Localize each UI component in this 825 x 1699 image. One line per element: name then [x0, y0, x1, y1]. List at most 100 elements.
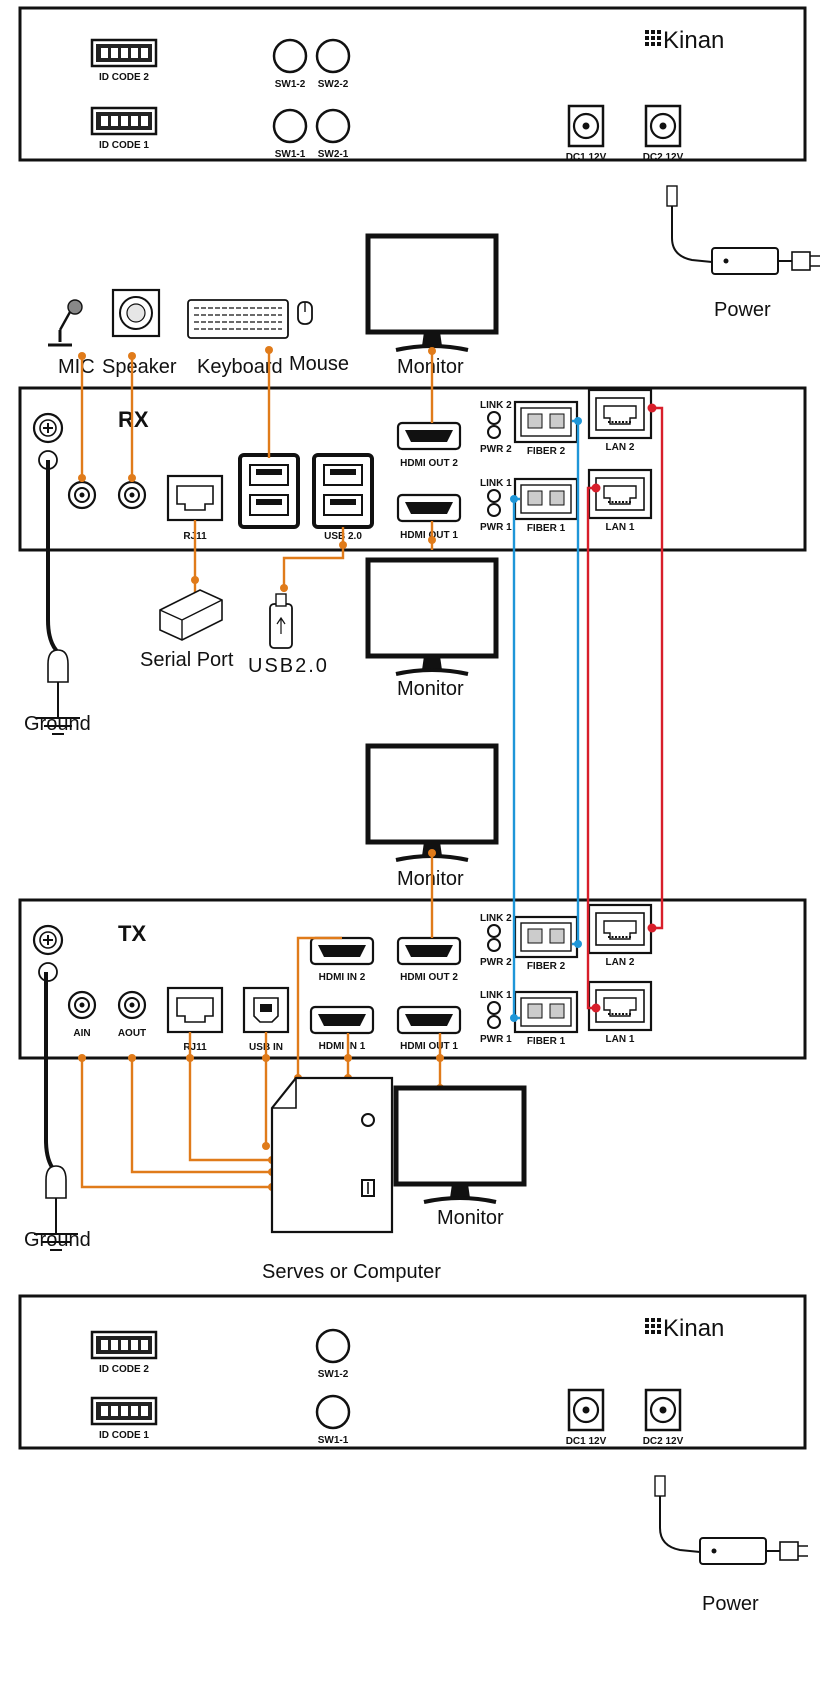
mic-label: MIC — [58, 356, 95, 378]
fiber-cables — [510, 417, 582, 1022]
rx-panel-chassis — [18, 386, 807, 552]
rx-lan-1-label: LAN 1 — [606, 522, 635, 533]
rx-hdmi-out-1-label: HDMI OUT 1 — [400, 530, 458, 541]
serial-port-label: Serial Port — [140, 649, 234, 671]
speaker-icon — [111, 288, 161, 338]
lan-cables — [586, 403, 664, 1013]
sw1-2-button[interactable] — [272, 38, 308, 74]
server-computer-icon — [270, 1076, 394, 1234]
rx-fiber-1-label: FIBER 1 — [527, 523, 566, 534]
tx-fiber-1-port[interactable] — [513, 990, 579, 1034]
mic-icon — [48, 299, 83, 347]
rx-hdmi-out-2-label: HDMI OUT 2 — [400, 458, 458, 469]
bottom-dc2-power-jack[interactable] — [644, 1388, 682, 1432]
bottom-sw1-2-label: SW1-2 — [318, 1369, 349, 1380]
sw1-1-button[interactable] — [272, 108, 308, 144]
sw2-1-button[interactable] — [315, 108, 351, 144]
usb20-label: USB2.0 — [248, 655, 329, 677]
rx-pwr2-label: PWR 2 — [480, 444, 512, 455]
tx-monitor-top-label: Monitor — [397, 868, 464, 890]
tx-hdmi-out-2-port[interactable] — [396, 936, 462, 966]
keyboard-label: Keyboard — [197, 356, 283, 378]
tx-pwr1-label: PWR 1 — [480, 1034, 512, 1045]
tx-usb-in-port[interactable] — [242, 986, 290, 1034]
rx-panel: RX RJ11 USB 2.0 HDMI OUT 2 HDMI OUT 1 LI… — [18, 386, 807, 552]
sw2-1-label: SW2-1 — [318, 149, 349, 160]
bottom-id-code-2-dip-switch[interactable] — [90, 1330, 158, 1360]
brand-name: Kinan — [663, 27, 724, 54]
tx-link2-label: LINK 2 — [480, 913, 512, 924]
id-code-2-dip-switch[interactable] — [90, 38, 158, 68]
rx-monitor-top-icon — [368, 236, 496, 350]
bottom-sw1-1-button[interactable] — [315, 1394, 351, 1430]
rx-hdmi-out-2-port[interactable] — [396, 421, 462, 451]
tx-pwr2-label: PWR 2 — [480, 957, 512, 968]
dc2-power-jack[interactable] — [644, 104, 682, 148]
tx-monitor-right-label: Monitor — [437, 1207, 504, 1229]
tx-lan-2-port[interactable] — [587, 903, 653, 955]
tx-hdmi-in-1-label: HDMI IN 1 — [319, 1041, 366, 1052]
rx-speaker-jack[interactable] — [117, 480, 147, 510]
mouse-icon — [297, 301, 313, 325]
bottom-sw1-1-label: SW1-1 — [318, 1435, 349, 1446]
bottom-dc2-label: DC2 12V — [643, 1436, 684, 1447]
rx-title: RX — [118, 407, 149, 432]
rx-monitor-bottom-label: Monitor — [397, 678, 464, 700]
tx-link1-label: LINK 1 — [480, 990, 512, 1001]
rx-fiber-1-port[interactable] — [513, 477, 579, 521]
bottom-sw1-2-button[interactable] — [315, 1328, 351, 1364]
tx-hdmi-in-1-port[interactable] — [309, 1005, 375, 1035]
rx-link1-led — [487, 489, 501, 503]
tx-hdmi-in-2-label: HDMI IN 2 — [319, 972, 366, 983]
bottom-dc1-power-jack[interactable] — [567, 1388, 605, 1432]
power-top-label: Power — [714, 299, 771, 321]
tx-monitor-top-icon — [368, 746, 496, 860]
tx-panel: TX AIN AOUT RJ11 USB IN HDMI IN 2 HDMI I… — [18, 898, 807, 1060]
tx-fiber-1-label: FIBER 1 — [527, 1036, 566, 1047]
dc1-label: DC1 12V — [566, 152, 607, 163]
tx-aout-jack[interactable] — [117, 990, 147, 1020]
rx-usb-2-ports[interactable] — [312, 453, 374, 529]
rx-link2-label: LINK 2 — [480, 400, 512, 411]
tx-fiber-2-label: FIBER 2 — [527, 961, 566, 972]
rx-usb-keyboard-mouse-ports[interactable] — [238, 453, 300, 529]
rx-rj11-port[interactable] — [166, 474, 224, 522]
id-code-2-label: ID CODE 2 — [99, 72, 149, 83]
sw2-2-label: SW2-2 — [318, 79, 349, 90]
tx-ground-label: Ground — [24, 1229, 91, 1251]
bottom-panel: ID CODE 2 ID CODE 1 SW1-2 SW1-1 Kinan DC… — [18, 1294, 807, 1450]
rx-fiber-2-port[interactable] — [513, 400, 579, 444]
bottom-id-code-2-label: ID CODE 2 — [99, 1364, 149, 1375]
tx-lan-1-label: LAN 1 — [606, 1034, 635, 1045]
rx-monitor-top-label: Monitor — [397, 356, 464, 378]
tx-fiber-2-port[interactable] — [513, 915, 579, 959]
server-label: Serves or Computer — [262, 1261, 441, 1283]
bottom-id-code-1-dip-switch[interactable] — [90, 1396, 158, 1426]
tx-hdmi-out-1-port[interactable] — [396, 1005, 462, 1035]
tx-hdmi-in-2-port[interactable] — [309, 936, 375, 966]
id-code-1-dip-switch[interactable] — [90, 106, 158, 136]
bottom-power-adapter-icon — [654, 1475, 809, 1565]
tx-link2-led — [487, 924, 501, 938]
rx-pwr2-led — [487, 425, 501, 439]
tx-link1-led — [487, 1001, 501, 1015]
sw2-2-button[interactable] — [315, 38, 351, 74]
sw1-2-label: SW1-2 — [275, 79, 306, 90]
tx-hdmi-out-2-label: HDMI OUT 2 — [400, 972, 458, 983]
rx-lan-2-port[interactable] — [587, 388, 653, 440]
bottom-id-code-1-label: ID CODE 1 — [99, 1430, 149, 1441]
sw1-1-label: SW1-1 — [275, 149, 306, 160]
usb-flash-drive-icon — [269, 593, 293, 649]
rx-monitor-bottom-icon — [368, 560, 496, 674]
tx-ain-jack[interactable] — [67, 990, 97, 1020]
tx-rj11-port[interactable] — [166, 986, 224, 1034]
rx-pwr1-label: PWR 1 — [480, 522, 512, 533]
rx-mic-jack[interactable] — [67, 480, 97, 510]
speaker-label: Speaker — [102, 356, 177, 378]
rx-hdmi-out-1-port[interactable] — [396, 493, 462, 523]
rx-lan-2-label: LAN 2 — [606, 442, 635, 453]
rx-ground-label: Ground — [24, 713, 91, 735]
dc1-power-jack[interactable] — [567, 104, 605, 148]
rx-lan-1-port[interactable] — [587, 468, 653, 520]
